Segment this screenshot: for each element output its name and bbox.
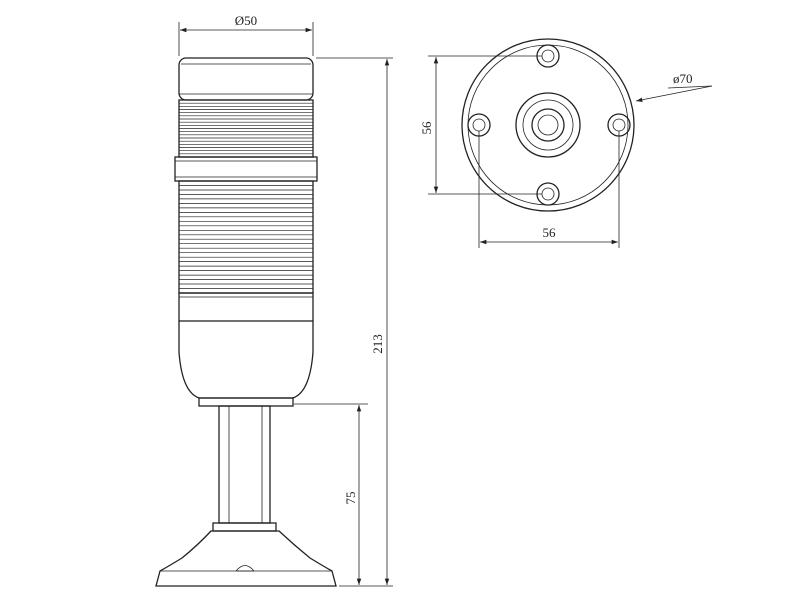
dim-label-mount-diameter: ø70 (673, 71, 693, 86)
dim-label-pole-height: 75 (343, 492, 358, 505)
lower-ribs (179, 185, 313, 289)
center-ring-outer (515, 92, 581, 158)
dim-label-body-diameter: Ø50 (235, 13, 257, 28)
foot-base (155, 530, 337, 587)
tapered-bottom (178, 321, 314, 399)
center-hole-inner (537, 114, 559, 136)
dim-hole-spacing-vertical: 56 (419, 55, 542, 195)
dim-mount-diameter: ø70 (635, 71, 713, 102)
dim-label-hole-spacing-vertical: 56 (419, 121, 434, 135)
top-view (461, 38, 635, 212)
dim-body-diameter: Ø50 (178, 13, 314, 56)
base-band (178, 292, 314, 322)
dim-label-hole-spacing-horizontal: 56 (543, 225, 557, 240)
dim-hole-spacing-horizontal: 56 (478, 131, 620, 248)
center-ring-inner (522, 99, 574, 151)
side-view (155, 57, 337, 587)
upper-ribs (179, 102, 313, 155)
dim-pole-height: 75 (294, 403, 368, 585)
dim-total-height: 213 (316, 57, 393, 587)
mount-plate (461, 38, 635, 212)
lower-module (178, 180, 314, 294)
dim-label-total-height: 213 (370, 334, 385, 354)
center-hole-outer (531, 108, 565, 142)
foot-hole (235, 565, 255, 572)
foot-collar (212, 522, 277, 532)
bottom-ring (198, 397, 294, 407)
mount-plate-inner-edge (467, 44, 629, 206)
